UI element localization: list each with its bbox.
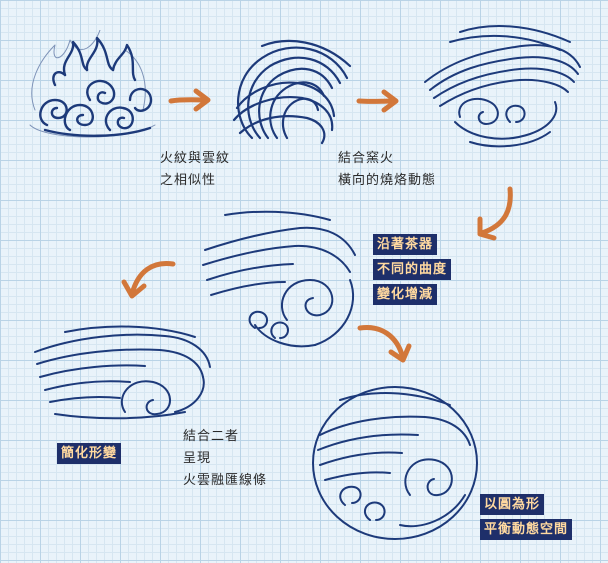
note-line: 火紋與雲紋 xyxy=(160,148,230,170)
tag-line: 簡化形變 xyxy=(57,443,121,464)
note-combine-kiln-fire: 結合窯火 橫向的燒烙動態 xyxy=(338,148,436,192)
curved-fire-sketch xyxy=(195,210,365,355)
simplified-fire-sketch xyxy=(25,322,215,422)
arrow-down-right xyxy=(355,320,415,368)
note-line: 呈現 xyxy=(183,448,267,470)
tag-line: 變化增減 xyxy=(373,284,437,305)
note-line: 火雲融匯線條 xyxy=(183,470,267,492)
kiln-fire-sketch xyxy=(222,38,354,148)
horizontal-fire-sketch xyxy=(420,22,585,152)
fire-cloud-sketch xyxy=(25,30,165,145)
note-line: 結合窯火 xyxy=(338,148,436,170)
arrow-right-1 xyxy=(168,86,214,116)
arrow-down-left xyxy=(470,185,520,243)
note-line: 橫向的燒烙動態 xyxy=(338,170,436,192)
tag-line: 以圓為形 xyxy=(480,494,544,515)
tag-circle-form: 以圓為形 平衡動態空間 xyxy=(480,494,572,544)
note-line: 之相似性 xyxy=(160,170,230,192)
arrow-right-2 xyxy=(356,86,402,116)
tag-line: 平衡動態空間 xyxy=(480,519,572,540)
tag-line: 沿著茶器 xyxy=(373,234,437,255)
arrow-down-left-2 xyxy=(118,256,178,304)
note-combine-two: 結合二者 呈現 火雲融匯線條 xyxy=(183,426,267,492)
note-fire-cloud-similarity: 火紋與雲紋 之相似性 xyxy=(160,148,230,192)
circular-fire-cloud-sketch xyxy=(300,375,485,545)
note-line: 結合二者 xyxy=(183,426,267,448)
tag-curvature-variation: 沿著茶器 不同的曲度 變化增減 xyxy=(373,234,451,309)
tag-simplify: 簡化形變 xyxy=(57,443,121,468)
tag-line: 不同的曲度 xyxy=(373,259,451,280)
